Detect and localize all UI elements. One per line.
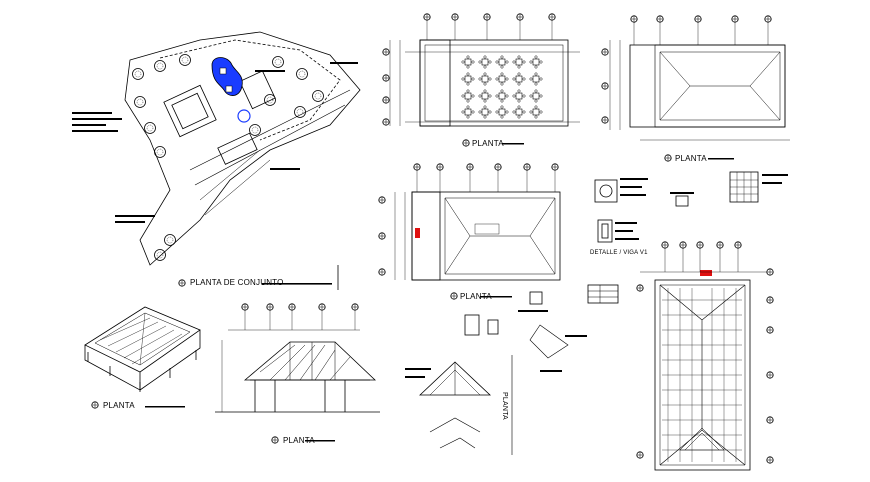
section-elevation xyxy=(215,310,380,413)
roof-plan-top-title: PLANTA xyxy=(675,154,707,163)
hall-plan-grid-bubbles xyxy=(382,13,556,147)
column-details xyxy=(587,171,788,304)
iso-plan-title: PLANTA xyxy=(103,401,135,410)
site-plan-title-marker xyxy=(178,279,332,287)
iso-title-marker xyxy=(91,401,185,409)
hall-plan-title: PLANTA xyxy=(472,139,504,148)
vertical-plan-title: PLANTA xyxy=(501,392,508,420)
roof-framing-plan xyxy=(640,248,770,471)
isometric-roof-structure xyxy=(84,306,201,392)
section-bubbles xyxy=(241,303,359,444)
beam-detail-title: DETALLE / VIGA V1 xyxy=(590,250,648,256)
site-plan-title: PLANTA DE CONJUNTO xyxy=(190,278,284,287)
roof-plan-top-bubbles xyxy=(601,15,772,162)
site-plan xyxy=(72,31,361,290)
middle-plan-title: PLANTA xyxy=(460,292,492,301)
middle-plan xyxy=(394,170,561,281)
hall-plan xyxy=(389,20,580,127)
truss-details xyxy=(405,291,587,455)
middle-plan-bubbles xyxy=(378,163,559,300)
section-plan-title: PLANTA xyxy=(283,436,315,445)
roof-plan-top xyxy=(609,22,790,141)
